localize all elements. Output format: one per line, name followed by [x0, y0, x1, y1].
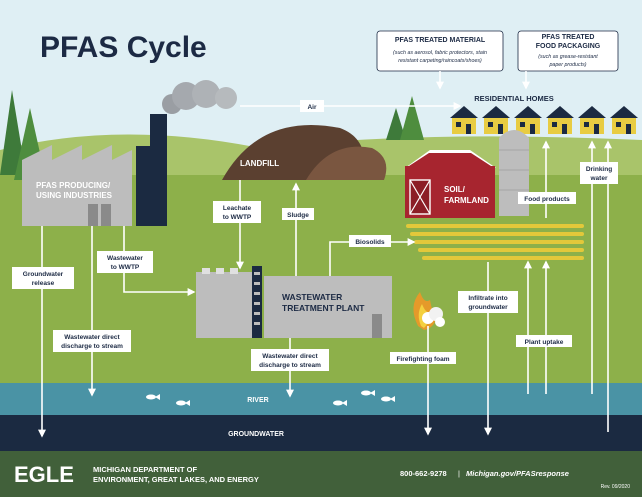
groundwater-release-label-1: Groundwater: [23, 271, 64, 278]
house-icon: [610, 106, 638, 134]
industry-label-1: PFAS PRODUCING/: [36, 181, 111, 190]
wastewater-treatment-plant: [196, 266, 392, 338]
callout-food-packaging-body-2: paper products): [548, 62, 586, 68]
house-icon: [482, 106, 510, 134]
page-title: PFAS Cycle: [40, 31, 207, 64]
barn: [405, 150, 496, 218]
wastewater-direct-left-label-1: Wastewater direct: [64, 334, 120, 341]
drinking-water-box: Drinking water: [580, 162, 618, 184]
infiltrate-label-2: groundwater: [468, 304, 508, 311]
fish-icons: [146, 390, 395, 406]
wwtp-label-2: TREATMENT PLANT: [282, 303, 365, 313]
callout-treated-material-body-2: resistant carpeting/raincoats/shoes): [398, 58, 482, 64]
callout-treated-material-title: PFAS TREATED MATERIAL: [395, 37, 486, 44]
leachate-label-1: Leachate: [223, 205, 252, 212]
drinking-water-label-2: water: [590, 175, 608, 182]
infiltrate-label-1: Infiltrate into: [468, 295, 507, 302]
wastewater-direct-center-box: Wastewater direct discharge to stream: [251, 349, 329, 371]
footer-phone: 800-662-9278: [400, 469, 447, 478]
food-products-label: Food products: [524, 196, 570, 203]
smokestacks: [136, 114, 167, 226]
trees-right: [386, 96, 424, 140]
wastewater-to-wwtp-box: Wastewater to WWTP: [97, 251, 153, 273]
callout-food-packaging-title-2: FOOD PACKAGING: [536, 43, 601, 50]
groundwater-label: GROUNDWATER: [228, 431, 284, 438]
smoke-cloud: [162, 80, 237, 114]
groundwater-release-box: Groundwater release: [12, 267, 74, 289]
wastewater-direct-left-label-2: discharge to stream: [61, 343, 123, 350]
crop-rows: [406, 224, 584, 260]
groundwater-release-label-2: release: [32, 280, 55, 287]
sludge-box: Sludge: [282, 208, 314, 220]
footer-bar: [0, 451, 642, 497]
biosolids-label: Biosolids: [355, 239, 385, 246]
agency-name-1: MICHIGAN DEPARTMENT OF: [93, 465, 197, 474]
leachate-label-2: to WWTP: [223, 214, 252, 221]
food-products-box: Food products: [518, 192, 576, 204]
air-label-box: Air: [300, 100, 324, 112]
landfill-label: LANDFILL: [240, 159, 279, 168]
residential-homes-label: RESIDENTIAL HOMES: [474, 94, 553, 103]
wastewater-direct-center-label-2: discharge to stream: [259, 362, 321, 369]
plant-uptake-label: Plant uptake: [525, 339, 564, 346]
callout-treated-material: PFAS TREATED MATERIAL (such as aerosol, …: [376, 30, 504, 90]
river-label: RIVER: [247, 397, 268, 404]
farm-label-2: FARMLAND: [444, 196, 489, 205]
wwtp-ladder: [252, 266, 262, 338]
revision-date: Rev. 09/2020: [601, 484, 631, 490]
infiltrate-box: Infiltrate into groundwater: [458, 291, 518, 313]
industry-label-2: USING INDUSTRIES: [36, 191, 113, 200]
residential-homes: [450, 106, 638, 134]
footer-website[interactable]: Michigan.gov/PFASresponse: [466, 469, 569, 478]
wastewater-to-wwtp-label-1: Wastewater: [107, 255, 143, 262]
leachate-box: Leachate to WWTP: [213, 201, 261, 223]
plant-uptake-box: Plant uptake: [516, 335, 572, 347]
house-icon: [578, 106, 606, 134]
callout-food-packaging-body-1: (such as grease-resistant: [538, 54, 598, 60]
wwtp-label-1: WASTEWATER: [282, 292, 342, 302]
wastewater-direct-left-box: Wastewater direct discharge to stream: [53, 330, 131, 352]
egle-logo: EGLE: [14, 462, 74, 487]
firefighting-foam-label: Firefighting foam: [396, 356, 449, 363]
air-label: Air: [307, 104, 317, 111]
agency-name-2: ENVIRONMENT, GREAT LAKES, AND ENERGY: [93, 475, 259, 484]
sludge-label: Sludge: [287, 212, 309, 219]
house-icon: [514, 106, 542, 134]
industry-building: [22, 145, 132, 226]
groundwater-band: [0, 415, 642, 451]
callout-food-packaging-title-1: PFAS TREATED: [542, 34, 595, 41]
house-icon: [450, 106, 478, 134]
biosolids-box: Biosolids: [349, 235, 391, 247]
fire-icon: [413, 292, 445, 330]
firefighting-foam-box: Firefighting foam: [390, 352, 456, 364]
farm-label-1: SOIL/: [444, 185, 466, 194]
landfill-mound: [222, 124, 387, 180]
house-icon: [546, 106, 574, 134]
river-band: [0, 383, 642, 415]
callout-treated-material-body-1: (such as aerosol, fabric protectors, sta…: [393, 50, 487, 56]
footer-separator: |: [458, 469, 460, 478]
wastewater-to-wwtp-label-2: to WWTP: [111, 264, 140, 271]
callout-food-packaging: PFAS TREATED FOOD PACKAGING (such as gre…: [517, 30, 619, 90]
drinking-water-label-1: Drinking: [586, 166, 612, 173]
wastewater-direct-center-label-1: Wastewater direct: [262, 353, 318, 360]
